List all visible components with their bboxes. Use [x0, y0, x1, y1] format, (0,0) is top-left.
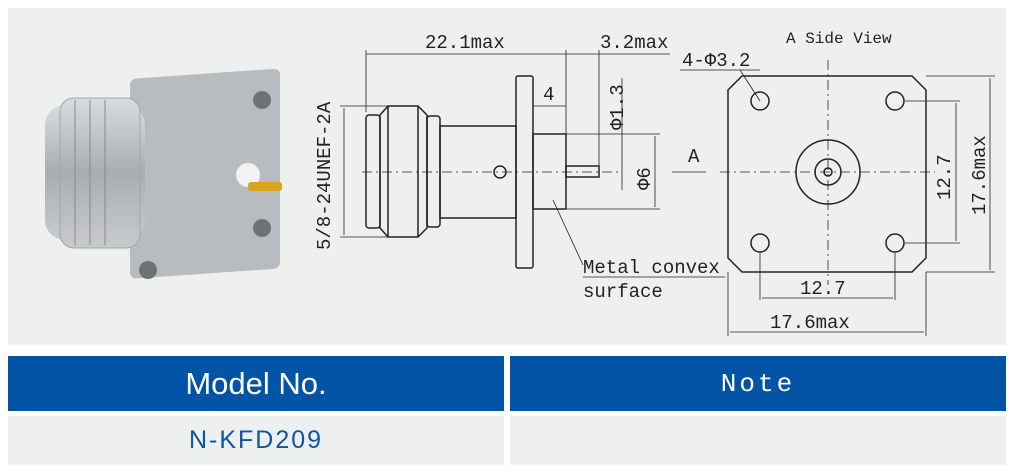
table-cell-note	[510, 416, 1006, 465]
side-view	[340, 50, 725, 278]
front-view	[680, 60, 995, 336]
dim-flange-width: 17.6max	[770, 312, 850, 334]
model-value: N-KFD209	[188, 426, 324, 454]
dim-pin-length: 3.2max	[600, 32, 668, 54]
view-arrow-label: A	[688, 146, 700, 168]
connector-photo	[45, 68, 282, 279]
dim-holes: 4-Φ3.2	[682, 50, 750, 72]
header-note: Note	[510, 356, 1006, 411]
dim-hole-spacing-h: 12.7	[800, 278, 846, 300]
side-view-title: A Side View	[786, 30, 892, 48]
header-model-no: Model No.	[8, 356, 504, 411]
technical-drawing: 22.1max 3.2max 4 Φ1.3 Φ6 5/8-24UNEF-2A A…	[45, 30, 995, 336]
callout-line1: Metal convex	[583, 257, 720, 279]
dim-overall-length: 22.1max	[425, 32, 505, 54]
dim-flange-height: 17.6max	[969, 135, 991, 215]
table-cell-model: N-KFD209	[8, 416, 504, 465]
header-note-label: Note	[720, 368, 796, 399]
dim-thread: 5/8-24UNEF-2A	[314, 101, 336, 250]
dim-hole-spacing-v: 12.7	[934, 154, 956, 200]
dim-body-diameter: Φ6	[634, 167, 656, 190]
dim-pin-diameter: Φ1.3	[607, 84, 629, 130]
header-model-no-label: Model No.	[185, 365, 327, 401]
dim-flange-offset: 4	[543, 84, 554, 106]
callout-line2: surface	[583, 281, 663, 303]
